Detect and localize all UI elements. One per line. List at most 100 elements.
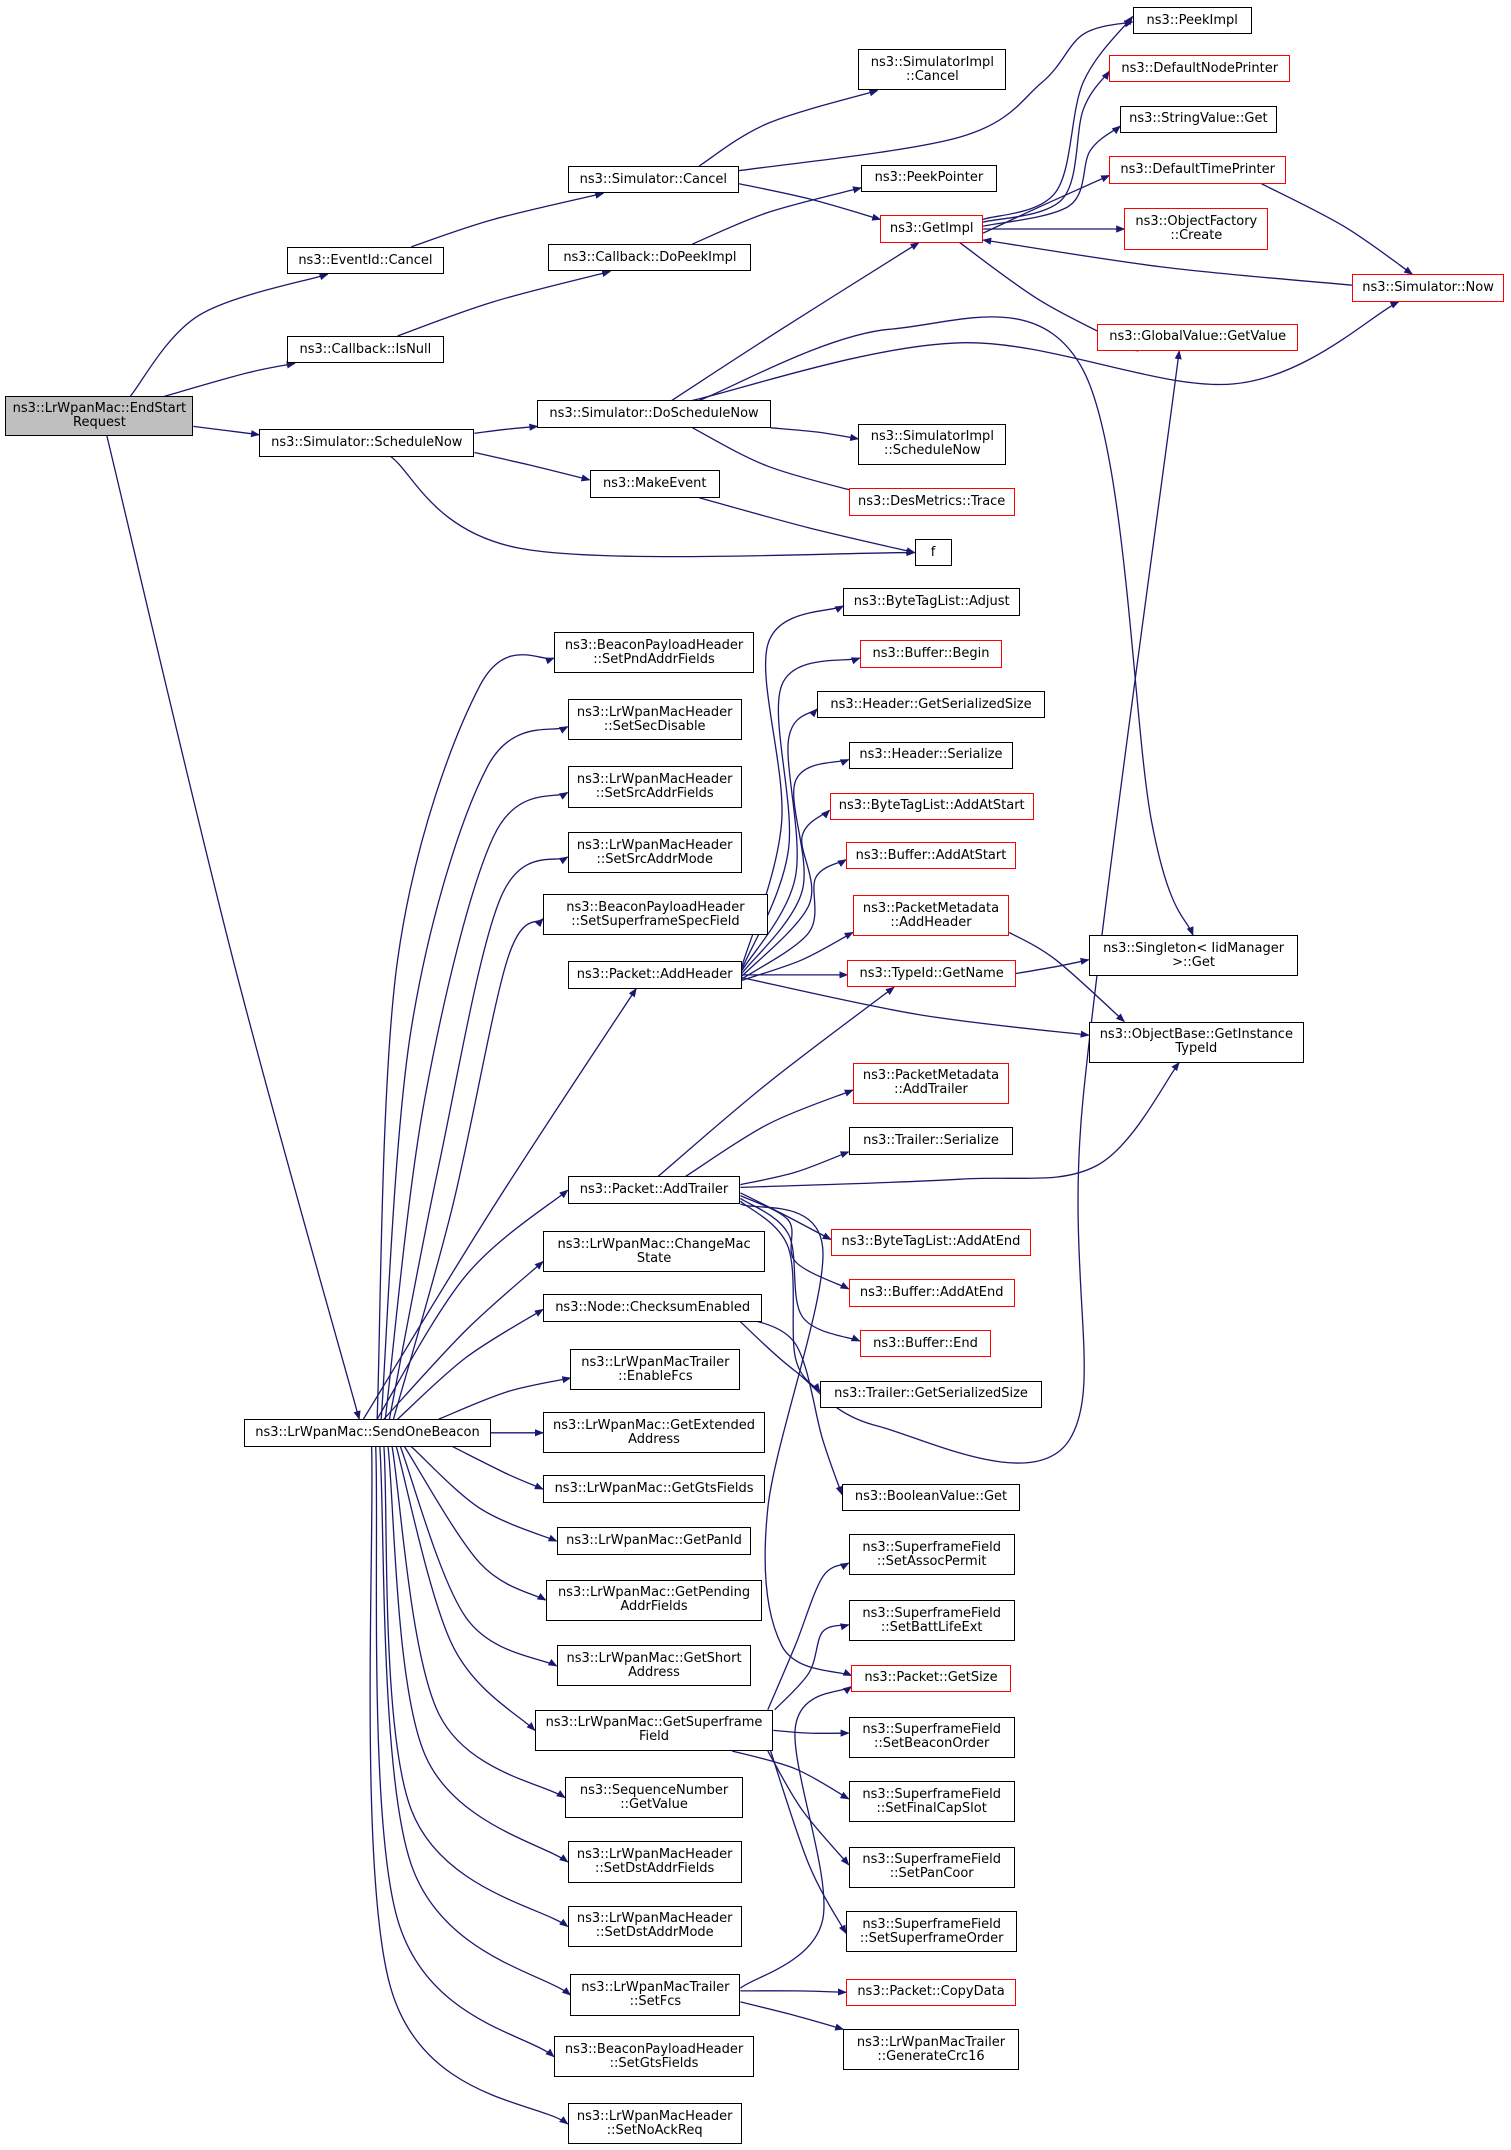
edge-n3-to-n7	[474, 423, 539, 434]
node-lrwpanmacheader-setsrcaddrmode[interactable]: ns3::LrWpanMacHeader ::SetSrcAddrMode	[567, 832, 742, 874]
edge-n0-to-n4	[106, 435, 361, 1420]
node-simulator-now[interactable]: ns3::Simulator::Now	[1351, 274, 1505, 302]
node-lrwpanmacheader-setsecdisable[interactable]: ns3::LrWpanMacHeader ::SetSecDisable	[567, 699, 742, 741]
edge-n37-to-n62	[774, 1623, 850, 1711]
node-booleanvalue-get[interactable]: ns3::BooleanValue::Get	[841, 1483, 1021, 1511]
node-simulatorimpl-schedulenow[interactable]: ns3::SimulatorImpl ::ScheduleNow	[858, 423, 1007, 465]
node-packet-getsize[interactable]: ns3::Packet::GetSize	[851, 1664, 1011, 1692]
node-trailer-getserializedsize[interactable]: ns3::Trailer::GetSerializedSize	[819, 1380, 1043, 1409]
node-lrwpanmactrailer-enablefcs[interactable]: ns3::LrWpanMacTrailer ::EnableFcs	[570, 1349, 741, 1391]
node-peekimpl[interactable]: ns3::PeekImpl	[1132, 6, 1252, 35]
edge-n4-to-n31	[438, 1376, 572, 1420]
node-packet-addheader[interactable]: ns3::Packet::AddHeader	[567, 961, 742, 989]
node-globalvalue-getvalue[interactable]: ns3::GlobalValue::GetValue	[1096, 323, 1299, 351]
node-buffer-addatstart[interactable]: ns3::Buffer::AddAtStart	[845, 841, 1016, 870]
node-lrwpanmac-getgtsfields[interactable]: ns3::LrWpanMac::GetGtsFields	[542, 1475, 766, 1503]
edge-n4-to-n37	[395, 1446, 536, 1732]
edge-n14-to-n17	[1261, 183, 1414, 275]
node-header-serialize[interactable]: ns3::Header::Serialize	[848, 741, 1014, 770]
edge-n50-to-n53	[1008, 931, 1125, 1023]
edge-n6-to-n13	[692, 186, 862, 245]
node-lrwpanmac-getsuperframefield[interactable]: ns3::LrWpanMac::GetSuperframe Field	[534, 1709, 774, 1751]
edge-n28-to-n54	[685, 1089, 854, 1177]
node-lrwpanmac-getpanid[interactable]: ns3::LrWpanMac::GetPanId	[556, 1527, 752, 1555]
node-lrwpanmacheader-setsrcaddrfields[interactable]: ns3::LrWpanMacHeader ::SetSrcAddrFields	[567, 766, 742, 808]
node-header-getserializedsize[interactable]: ns3::Header::GetSerializedSize	[817, 691, 1045, 719]
node-singleton-iidmanager-get[interactable]: ns3::Singleton< IidManager >::Get	[1088, 935, 1299, 977]
node-defaultnodeprinter[interactable]: ns3::DefaultNodePrinter	[1109, 54, 1291, 83]
node-peekpointer[interactable]: ns3::PeekPointer	[861, 164, 997, 192]
node-lrwpanmac-sendonebeacon[interactable]: ns3::LrWpanMac::SendOneBeacon	[244, 1419, 491, 1447]
edge-n4-to-n35	[403, 1446, 547, 1601]
node-eventid-cancel[interactable]: ns3::EventId::Cancel	[286, 246, 445, 275]
edge-n27-to-n50	[741, 931, 854, 982]
edge-n0-to-n2	[164, 361, 296, 397]
node-beaconpayloadheader-setsuperframespecfield[interactable]: ns3::BeaconPayloadHeader ::SetSuperframe…	[542, 893, 768, 936]
node-sequencenumber-getvalue[interactable]: ns3::SequenceNumber ::GetValue	[564, 1777, 744, 1819]
edge-n27-to-n46	[741, 708, 818, 972]
edge-n28-to-n53	[740, 1061, 1180, 1189]
edge-n5-to-n10	[733, 20, 1134, 173]
node-superframefield-setfinalcapslot[interactable]: ns3::SuperframeField ::SetFinalCapSlot	[848, 1781, 1015, 1823]
node-lrwpanmac-endstartrequest[interactable]: ns3::LrWpanMac::EndStart Request	[5, 396, 194, 436]
node-lrwpanmactrailer-setfcs[interactable]: ns3::LrWpanMacTrailer ::SetFcs	[570, 1974, 741, 2016]
edge-n28-to-n59	[739, 1200, 821, 1393]
node-lrwpanmacheader-setdstaddrmode[interactable]: ns3::LrWpanMacHeader ::SetDstAddrMode	[567, 1905, 742, 1947]
node-superframefield-setbeaconorder[interactable]: ns3::SuperframeField ::SetBeaconOrder	[848, 1716, 1015, 1758]
node-simulator-schedulenow[interactable]: ns3::Simulator::ScheduleNow	[259, 429, 475, 457]
edge-n4-to-n25	[388, 856, 569, 1420]
edge-n1-to-n5	[411, 191, 605, 248]
node-node-checksumenabled[interactable]: ns3::Node::ChecksumEnabled	[542, 1294, 763, 1322]
edge-n7-to-n17	[692, 301, 1400, 402]
node-packetmetadata-addheader[interactable]: ns3::PacketMetadata ::AddHeader	[852, 895, 1010, 937]
node-superframefield-setpancoor[interactable]: ns3::SuperframeField ::SetPanCoor	[848, 1846, 1015, 1889]
node-lrwpanmac-changemacstate[interactable]: ns3::LrWpanMac::ChangeMac State	[542, 1231, 766, 1273]
node-objectfactory-create[interactable]: ns3::ObjectFactory ::Create	[1124, 208, 1269, 250]
node-defaulttimeprinter[interactable]: ns3::DefaultTimePrinter	[1109, 156, 1287, 184]
node-simulatorimpl-cancel[interactable]: ns3::SimulatorImpl ::Cancel	[858, 49, 1007, 91]
node-getimpl[interactable]: ns3::GetImpl	[880, 215, 984, 243]
node-callback-isnull[interactable]: ns3::Callback::IsNull	[286, 335, 445, 364]
node-trailer-serialize[interactable]: ns3::Trailer::Serialize	[848, 1127, 1014, 1155]
edge-n4-to-n27	[362, 987, 637, 1420]
edge-n5-to-n15	[738, 183, 882, 221]
node-beaconpayloadheader-setgtsfields[interactable]: ns3::BeaconPayloadHeader ::SetGtsFields	[553, 2036, 755, 2078]
edge-n4-to-n34	[410, 1446, 558, 1542]
node-superframefield-setbattlifeext[interactable]: ns3::SuperframeField ::SetBattLifeExt	[848, 1600, 1015, 1642]
node-desmetrics-trace[interactable]: ns3::DesMetrics::Trace	[848, 488, 1015, 516]
node-typeid-getname[interactable]: ns3::TypeId::GetName	[847, 959, 1016, 988]
node-buffer-addatend[interactable]: ns3::Buffer::AddAtEnd	[848, 1279, 1015, 1307]
node-packet-copydata[interactable]: ns3::Packet::CopyData	[845, 1978, 1016, 2006]
node-bytetaglist-addatend[interactable]: ns3::ByteTagList::AddAtEnd	[830, 1228, 1032, 1256]
node-beaconpayloadheader-setpndaddrfields[interactable]: ns3::BeaconPayloadHeader ::SetPndAddrFie…	[553, 632, 755, 674]
edge-n4-to-n41	[379, 1446, 572, 1996]
edge-n30-to-n18	[739, 350, 1182, 1464]
node-packet-addtrailer[interactable]: ns3::Packet::AddTrailer	[567, 1176, 741, 1204]
node-bytetaglist-addatstart[interactable]: ns3::ByteTagList::AddAtStart	[829, 792, 1034, 820]
node-lrwpanmacheader-setdstaddrfields[interactable]: ns3::LrWpanMacHeader ::SetDstAddrFields	[567, 1841, 742, 1883]
node-buffer-end[interactable]: ns3::Buffer::End	[859, 1330, 992, 1358]
node-superframefield-setassocpermit[interactable]: ns3::SuperframeField ::SetAssocPermit	[848, 1534, 1015, 1576]
node-buffer-begin[interactable]: ns3::Buffer::Begin	[859, 640, 1003, 668]
node-f[interactable]: f	[914, 538, 952, 567]
node-superframefield-setsuperframeorder[interactable]: ns3::SuperframeField ::SetSuperframeOrde…	[845, 1911, 1018, 1953]
node-lrwpanmac-getshortaddress[interactable]: ns3::LrWpanMac::GetShort Address	[556, 1645, 752, 1687]
node-objectbase-getinstancetypeid[interactable]: ns3::ObjectBase::GetInstance TypeId	[1088, 1021, 1304, 1063]
node-lrwpanmac-getextendedaddress[interactable]: ns3::LrWpanMac::GetExtended Address	[542, 1412, 766, 1454]
node-makeevent[interactable]: ns3::MakeEvent	[589, 470, 720, 498]
edge-n27-to-n53	[741, 976, 1090, 1038]
edge-n37-to-n61	[767, 1562, 850, 1711]
edge-n30-to-n60	[740, 1315, 843, 1496]
node-stringvalue-get[interactable]: ns3::StringValue::Get	[1120, 105, 1277, 133]
node-lrwpanmactrailer-generatecrc16[interactable]: ns3::LrWpanMacTrailer ::GenerateCrc16	[843, 2029, 1019, 2071]
node-simulator-cancel[interactable]: ns3::Simulator::Cancel	[567, 165, 740, 194]
edge-n7-to-n19	[770, 427, 860, 441]
node-lrwpanmac-getpendingaddrfields[interactable]: ns3::LrWpanMac::GetPending AddrFields	[545, 1579, 763, 1621]
edge-n15-to-n12	[982, 125, 1121, 227]
node-bytetaglist-adjust[interactable]: ns3::ByteTagList::Adjust	[843, 588, 1021, 616]
node-callback-dopeekimpl[interactable]: ns3::Callback::DoPeekImpl	[548, 244, 752, 272]
node-packetmetadata-addtrailer[interactable]: ns3::PacketMetadata ::AddTrailer	[852, 1062, 1010, 1104]
node-lrwpanmacheader-setnoackreq[interactable]: ns3::LrWpanMacHeader ::SetNoAckReq	[567, 2103, 742, 2145]
node-simulator-doschedulenow[interactable]: ns3::Simulator::DoScheduleNow	[537, 400, 771, 428]
